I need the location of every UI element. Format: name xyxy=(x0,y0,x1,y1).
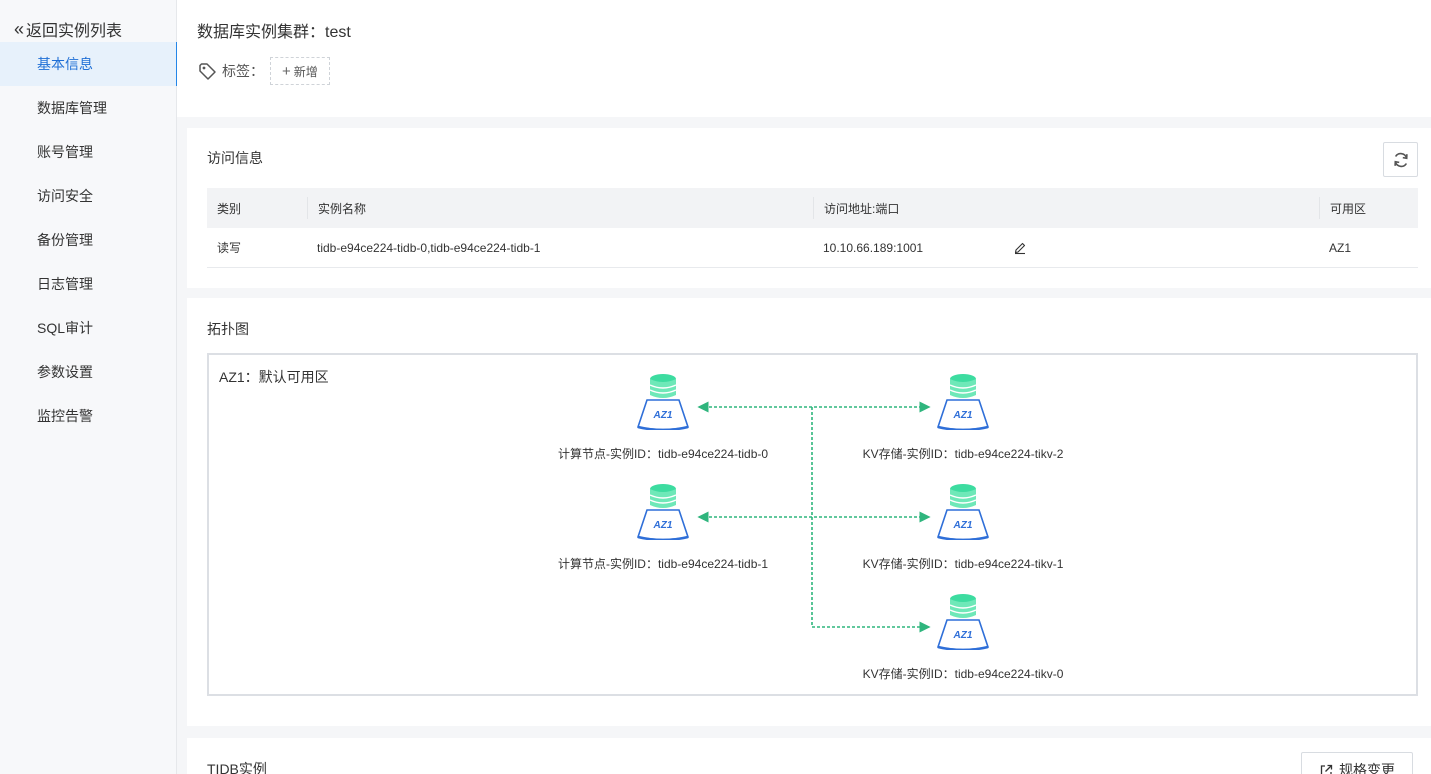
cell-instance-name: tidb-e94ce224-tidb-0,tidb-e94ce224-tidb-… xyxy=(317,240,541,255)
sidebar-item-access-security[interactable]: 访问安全 xyxy=(37,188,93,204)
kv-node-label: KV存储-实例ID：tidb-e94ce224-tikv-1 xyxy=(862,557,1064,571)
svg-text:AZ1: AZ1 xyxy=(653,520,673,531)
table-row: 读写 tidb-e94ce224-tidb-0,tidb-e94ce224-ti… xyxy=(207,228,1418,268)
tidb-instance-title: TIDB实例 xyxy=(207,761,267,774)
double-chevron-left-icon: « xyxy=(14,18,24,39)
compute-node-label: 计算节点-实例ID：tidb-e94ce224-tidb-1 xyxy=(557,557,769,571)
table-header: 类别 实例名称 访问地址:端口 可用区 xyxy=(207,188,1418,228)
sidebar-item-account-management[interactable]: 账号管理 xyxy=(37,144,93,160)
back-to-instance-list-link[interactable]: « 返回实例列表 xyxy=(14,17,122,41)
column-header-zone: 可用区 xyxy=(1319,197,1418,219)
sidebar-item-backup-management[interactable]: 备份管理 xyxy=(37,232,93,248)
access-info-table: 类别 实例名称 访问地址:端口 可用区 读写 tidb-e94ce224-tid… xyxy=(207,188,1418,268)
refresh-icon xyxy=(1393,152,1408,167)
db-node-icon[interactable]: AZ1 xyxy=(630,480,696,540)
add-tag-label: 新增 xyxy=(293,64,318,79)
tidb-instance-card: TIDB实例 规格变更 xyxy=(187,738,1431,774)
access-info-card: 访问信息 类别 实例名称 访问地址:端口 可用区 读写 tidb-e94ce22… xyxy=(187,128,1431,288)
sidebar-item-sql-audit[interactable]: SQL审计 xyxy=(37,320,94,336)
topology-links xyxy=(697,401,931,633)
topology-card: 拓扑图 AZ1：默认可用区 AZ1 计算节 xyxy=(187,298,1431,726)
page-title: 数据库实例集群：test xyxy=(197,24,351,41)
column-header-category: 类别 xyxy=(217,201,242,216)
svg-text:AZ1: AZ1 xyxy=(653,410,673,421)
sidebar-item-database-management[interactable]: 数据库管理 xyxy=(37,100,107,116)
az-label: AZ1：默认可用区 xyxy=(219,369,329,385)
topology-title: 拓扑图 xyxy=(207,321,249,337)
svg-text:AZ1: AZ1 xyxy=(953,410,973,421)
db-node-icon[interactable]: AZ1 xyxy=(930,480,996,540)
tag-row: 标签： + 新增 xyxy=(197,57,330,85)
refresh-button[interactable] xyxy=(1383,142,1418,177)
page-header: 数据库实例集群：test 标签： + 新增 xyxy=(177,0,1431,117)
cell-address: 10.10.66.189:1001 xyxy=(813,228,1319,268)
access-info-title: 访问信息 xyxy=(207,150,263,166)
column-header-address-port: 访问地址:端口 xyxy=(813,197,1319,219)
kv-node-label: KV存储-实例ID：tidb-e94ce224-tikv-0 xyxy=(862,667,1064,681)
kv-node-label: KV存储-实例ID：tidb-e94ce224-tikv-2 xyxy=(862,447,1064,461)
edit-icon[interactable] xyxy=(1013,241,1027,255)
tag-label: 标签： xyxy=(222,63,264,79)
back-label: 返回实例列表 xyxy=(26,23,123,40)
spec-change-button[interactable]: 规格变更 xyxy=(1301,752,1413,774)
spec-change-label: 规格变更 xyxy=(1339,762,1395,774)
db-node-icon[interactable]: AZ1 xyxy=(930,590,996,650)
sidebar: « 返回实例列表 基本信息 数据库管理 账号管理 访问安全 备份管理 日志管理 … xyxy=(0,0,178,774)
address-value: 10.10.66.189:1001 xyxy=(823,240,924,255)
cell-category: 读写 xyxy=(217,241,242,255)
cell-zone: AZ1 xyxy=(1329,240,1352,255)
db-node-icon[interactable]: AZ1 xyxy=(630,370,696,430)
sidebar-item-basic-info[interactable]: 基本信息 xyxy=(0,42,178,86)
plus-icon: + xyxy=(282,62,291,80)
sidebar-item-log-management[interactable]: 日志管理 xyxy=(37,276,93,292)
svg-text:AZ1: AZ1 xyxy=(953,630,973,641)
sidebar-item-parameter-settings[interactable]: 参数设置 xyxy=(37,364,93,380)
sidebar-nav: 基本信息 数据库管理 账号管理 访问安全 备份管理 日志管理 SQL审计 参数设… xyxy=(0,42,178,438)
topology-diagram: AZ1：默认可用区 AZ1 计算节点-实例ID：tidb xyxy=(207,353,1418,696)
add-tag-button[interactable]: + 新增 xyxy=(270,57,330,85)
sidebar-item-monitoring-alerts[interactable]: 监控告警 xyxy=(37,408,93,424)
svg-text:AZ1: AZ1 xyxy=(953,520,973,531)
external-link-icon xyxy=(1320,764,1333,774)
column-header-instance-name: 实例名称 xyxy=(307,197,813,219)
compute-node-label: 计算节点-实例ID：tidb-e94ce224-tidb-0 xyxy=(557,447,769,461)
db-node-icon[interactable]: AZ1 xyxy=(930,370,996,430)
tag-icon xyxy=(199,63,216,80)
